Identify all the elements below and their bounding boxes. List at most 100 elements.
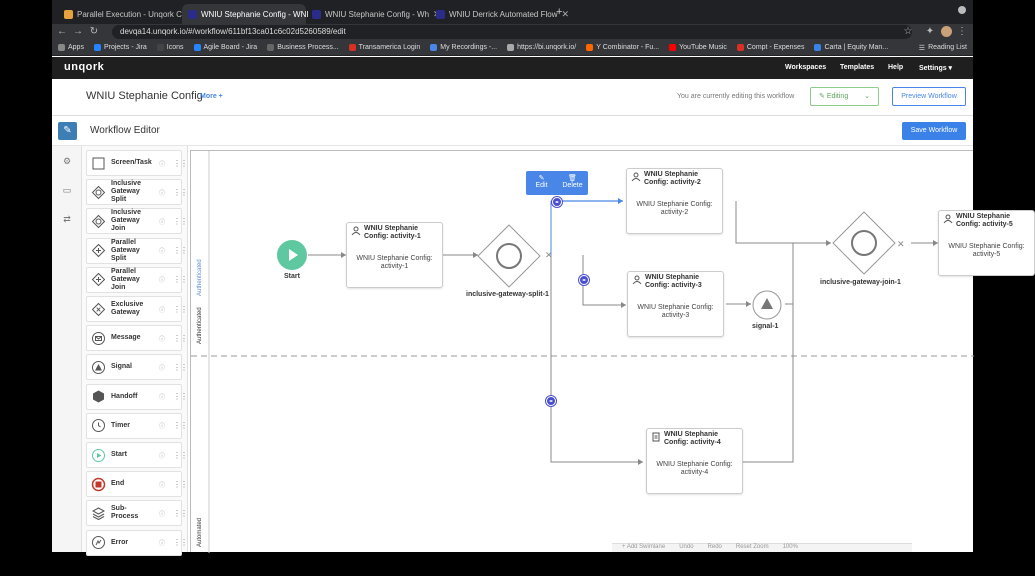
- url-bar[interactable]: devqa14.unqork.io/#/workflow/611bf13ca01…: [112, 25, 912, 39]
- popup-edit[interactable]: ✎Edit: [526, 171, 557, 195]
- help-icon[interactable]: ⓘ: [158, 395, 165, 402]
- drag-handle-icon[interactable]: ⋮⋮: [173, 187, 188, 197]
- bookmark[interactable]: Carta | Equity Man...: [814, 44, 888, 51]
- task-activity-1[interactable]: WNIU Stephanie Config: activity-1 WNIU S…: [346, 222, 443, 288]
- drag-handle-icon[interactable]: ⋮⋮: [173, 508, 188, 518]
- nav-help[interactable]: Help: [888, 64, 904, 71]
- star-icon[interactable]: ☆: [903, 26, 913, 37]
- drag-handle-icon[interactable]: ⋮⋮: [173, 158, 188, 168]
- back-arrow-icon[interactable]: ←: [57, 26, 67, 37]
- task-activity-3[interactable]: WNIU Stephanie Config: activity-3 WNIU S…: [627, 271, 724, 337]
- drag-handle-icon[interactable]: ⋮⋮: [173, 450, 188, 460]
- nav-templates[interactable]: Templates: [840, 64, 875, 71]
- link-icon[interactable]: ⚭: [552, 197, 562, 207]
- popup-delete[interactable]: 🗑Delete: [557, 171, 588, 195]
- signal-event[interactable]: [751, 289, 783, 321]
- close-icon[interactable]: ✕: [561, 8, 570, 19]
- bookmark[interactable]: https://bi.unqork.io/: [507, 44, 576, 51]
- drag-handle-icon[interactable]: ⋮⋮: [173, 246, 188, 256]
- help-icon[interactable]: ⓘ: [158, 161, 165, 168]
- help-icon[interactable]: ⓘ: [158, 365, 165, 372]
- swap-icon[interactable]: ⇄: [63, 214, 71, 224]
- drag-handle-icon[interactable]: ⋮⋮: [173, 479, 188, 489]
- bookmark[interactable]: Projects - Jira: [93, 44, 147, 51]
- bookmark[interactable]: Transamerica Login: [348, 44, 420, 51]
- reload-icon[interactable]: ↻: [89, 26, 99, 37]
- bookmark[interactable]: My Recordings -...: [430, 44, 497, 51]
- nav-settings[interactable]: Settings ▾: [919, 65, 953, 72]
- inclusive-gateway-join[interactable]: [831, 210, 897, 276]
- undo-button[interactable]: Undo: [679, 544, 694, 550]
- help-icon[interactable]: ⓘ: [158, 482, 165, 489]
- bookmark[interactable]: Compt - Expenses: [736, 44, 804, 51]
- workflow-canvas[interactable]: ✕ ✕ Authenticated Authenticated Automate…: [190, 150, 1035, 553]
- save-workflow-button[interactable]: Save Workflow: [902, 122, 966, 140]
- reset-zoom-button[interactable]: Reset Zoom: [735, 544, 769, 550]
- drag-handle-icon[interactable]: ⋮⋮: [173, 392, 188, 402]
- help-icon[interactable]: ⓘ: [158, 453, 165, 460]
- task-activity-5[interactable]: WNIU Stephanie Config: activity-5 WNIU S…: [938, 210, 1035, 276]
- help-icon[interactable]: ⓘ: [158, 219, 165, 226]
- task-activity-2[interactable]: WNIU Stephanie Config: activity-2 WNIU S…: [626, 168, 723, 234]
- inclusive-gateway-split[interactable]: [476, 223, 542, 289]
- help-icon[interactable]: ⓘ: [158, 541, 165, 548]
- browser-tab-active[interactable]: WNIU Stephanie Config - WNI ✕: [182, 4, 320, 24]
- browser-tab[interactable]: Parallel Execution - Unqork Cr ✕: [58, 4, 196, 24]
- preview-workflow-button[interactable]: Preview Workflow: [892, 87, 966, 106]
- task-activity-4[interactable]: WNIU Stephanie Config: activity-4 WNIU S…: [646, 428, 743, 494]
- drag-handle-icon[interactable]: ⋮⋮: [173, 304, 188, 314]
- link-icon[interactable]: ⚭: [579, 275, 589, 285]
- redo-button[interactable]: Redo: [707, 544, 722, 550]
- help-icon[interactable]: ⓘ: [158, 424, 165, 431]
- bookmark[interactable]: Apps: [58, 44, 84, 51]
- edit-mode-icon[interactable]: ✎: [58, 122, 77, 140]
- app-logo[interactable]: unqork: [64, 61, 105, 73]
- browser-tab[interactable]: WNIU Stephanie Config - Wh ✕: [306, 4, 441, 24]
- help-icon[interactable]: ⓘ: [158, 336, 165, 343]
- drag-handle-icon[interactable]: ⋮⋮: [173, 275, 188, 285]
- nav-workspaces[interactable]: Workspaces: [785, 64, 827, 71]
- bookmark[interactable]: Y Combinator - Fu...: [586, 44, 659, 51]
- help-icon[interactable]: ⓘ: [158, 278, 165, 285]
- drag-handle-icon[interactable]: ⋮⋮: [173, 333, 188, 343]
- more-link[interactable]: More +: [200, 93, 223, 100]
- add-swimlane-button[interactable]: + Add Swimlane: [622, 544, 666, 550]
- start-event[interactable]: [277, 240, 307, 270]
- bookmark[interactable]: Agile Board - Jira: [193, 44, 257, 51]
- bookmark[interactable]: Icons: [156, 44, 184, 51]
- drag-handle-icon[interactable]: ⋮⋮: [173, 421, 188, 431]
- settings-icon[interactable]: ⚙: [62, 156, 72, 166]
- extensions-icon[interactable]: ✦: [925, 26, 935, 37]
- drag-handle-icon[interactable]: ⋮⋮: [173, 216, 188, 226]
- reading-list[interactable]: ☰Reading List: [919, 44, 967, 52]
- bookmark[interactable]: YouTube Music: [669, 44, 727, 51]
- avatar[interactable]: [941, 26, 952, 37]
- drag-handle-icon[interactable]: ⋮⋮: [173, 362, 188, 372]
- help-icon[interactable]: ⓘ: [158, 249, 165, 256]
- help-icon[interactable]: ⓘ: [158, 190, 165, 197]
- more-icon[interactable]: ⋮: [957, 26, 967, 37]
- browser-menu-icon[interactable]: [958, 6, 966, 14]
- forward-arrow-icon[interactable]: →: [73, 26, 83, 37]
- help-icon[interactable]: ⓘ: [158, 511, 165, 518]
- drag-handle-icon[interactable]: ⋮⋮: [173, 538, 188, 548]
- components-icon[interactable]: ▭: [62, 185, 72, 195]
- bookmark[interactable]: Business Process...: [267, 44, 339, 51]
- help-icon[interactable]: ⓘ: [158, 307, 165, 314]
- link-icon[interactable]: ⚭: [546, 396, 556, 406]
- new-tab-icon[interactable]: +: [556, 6, 563, 18]
